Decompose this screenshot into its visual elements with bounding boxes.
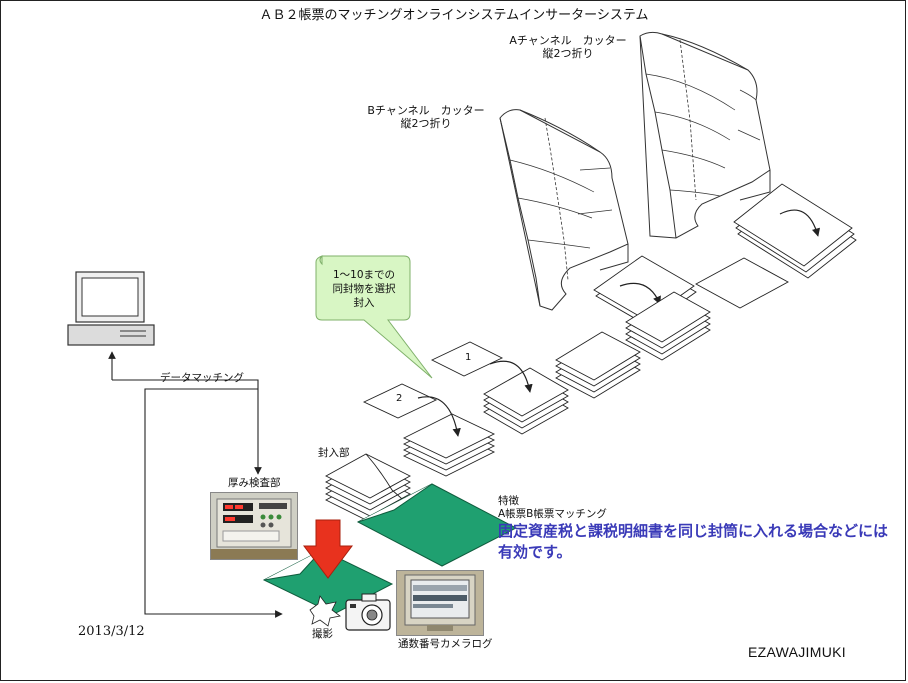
cutter-b-fold: 縦2つ折り (400, 117, 452, 131)
cutter-b-caption: Bチャンネル カッター 縦2つ折り (356, 104, 496, 130)
envelope-upper (356, 483, 518, 567)
cutter-a-fold: 縦2つ折り (542, 47, 594, 61)
arrow-curl-a (779, 209, 821, 237)
cutter-a-label: Aチャンネル カッター (509, 34, 627, 47)
thickness-inspector-photo (210, 492, 298, 560)
date-label: 2013/3/12 (78, 624, 145, 639)
brand-label: EZAWAJIMUKI (748, 644, 846, 660)
callout-text: 1～10までの 同封物を選択 封入 (322, 268, 406, 310)
cutter-b-label: Bチャンネル カッター (367, 104, 485, 117)
data-matching-lines (108, 351, 283, 618)
cutter-a-caption: Aチャンネル カッター 縦2つ折り (498, 34, 638, 60)
arrow-curl-b (619, 282, 661, 305)
cutter-b-output (593, 255, 697, 327)
insert-flap (365, 453, 411, 521)
callout-line-2: 同封物を選択 (332, 283, 396, 295)
cutter-b-machine (499, 109, 629, 311)
features-note: 固定資産税と課税明細書を同じ封筒に入れる場合などには有効です。 (498, 522, 889, 561)
photo-label: 撮影 (312, 628, 333, 640)
stack-combined-1 (625, 291, 711, 361)
sheet-number-1: 1 (465, 352, 472, 363)
callout-line-3: 封入 (353, 297, 375, 309)
arrow-curl-1 (489, 360, 533, 393)
data-matching-label: データマッチング (160, 372, 244, 384)
camera-log-photo (396, 570, 484, 636)
insert-unit-label: 封入部 (318, 447, 350, 459)
envelope-lower (262, 549, 394, 615)
camera-log-label: 通数番号カメラログ (398, 638, 493, 650)
stack-combined-2 (555, 331, 641, 399)
camera-icon (345, 593, 391, 631)
features-sub: A帳票B帳票マッチング (498, 508, 607, 520)
cutter-a-output (733, 183, 857, 279)
thickness-check-label: 厚み検査部 (228, 477, 281, 489)
sheet-a-single (695, 257, 789, 309)
sheet-number-2: 2 (396, 393, 403, 404)
cutter-a-machine (639, 31, 771, 239)
diagram-title: ＡＢ２帳票のマッチングオンラインシステムインサーターシステム (259, 8, 649, 23)
callout-line-1: 1～10までの (332, 269, 396, 281)
enclosure-sheet-1 (430, 341, 504, 377)
features-heading: 特徴 (498, 495, 519, 507)
computer-icon (67, 271, 155, 346)
callout-bubble (315, 255, 433, 379)
arrow-curl-2 (417, 396, 461, 437)
insert-arrow (303, 519, 353, 579)
enclosure-sheet-2 (362, 383, 438, 419)
flash-burst-icon (309, 595, 341, 627)
stack-combined-4 (402, 413, 496, 477)
